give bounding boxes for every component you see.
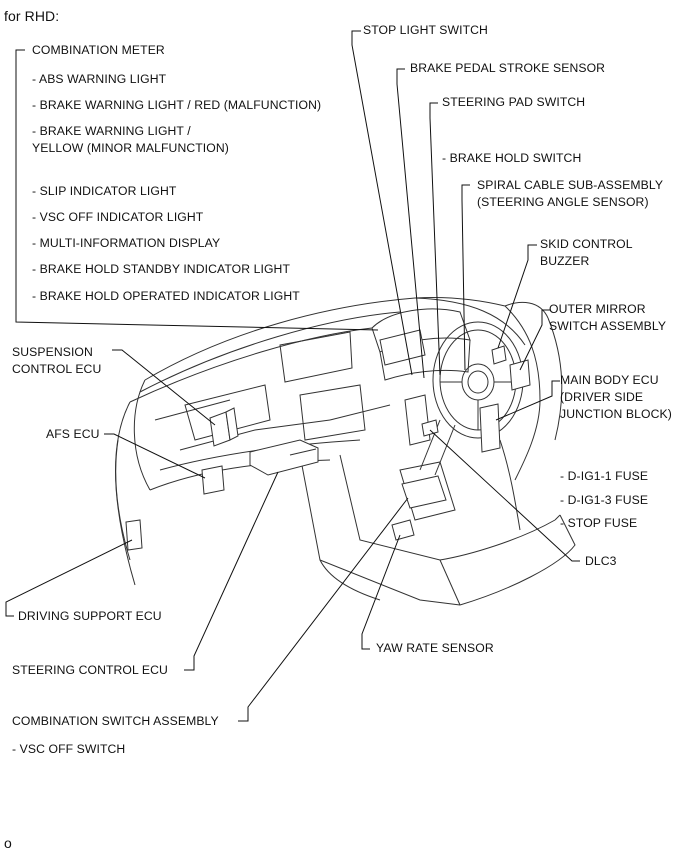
label-afs-ecu: AFS ECU (46, 427, 100, 441)
label-d-ig1-3-fuse: - D-IG1-3 FUSE (560, 493, 649, 507)
page-footer: o (4, 835, 12, 851)
leader-lines (5, 30, 580, 722)
page-header: for RHD: (4, 8, 60, 24)
label-brake-warning-red: - BRAKE WARNING LIGHT / RED (MALFUNCTION… (32, 98, 322, 112)
label-abs-warning-light: - ABS WARNING LIGHT (32, 72, 167, 86)
label-main-body-ecu-line2: (DRIVER SIDE (560, 390, 644, 404)
label-suspension-control-ecu-line1: SUSPENSION (12, 345, 93, 359)
label-main-body-ecu-line3: JUNCTION BLOCK) (560, 407, 672, 421)
label-brake-hold-operated-light: - BRAKE HOLD OPERATED INDICATOR LIGHT (32, 289, 300, 303)
label-brake-pedal-stroke-sensor: BRAKE PEDAL STROKE SENSOR (410, 61, 606, 75)
label-yaw-rate-sensor: YAW RATE SENSOR (376, 641, 494, 655)
label-stop-light-switch: STOP LIGHT SWITCH (363, 23, 488, 37)
label-driving-support-ecu: DRIVING SUPPORT ECU (18, 609, 162, 623)
label-brake-warning-yellow-line1: - BRAKE WARNING LIGHT / (32, 124, 191, 138)
label-suspension-control-ecu-line2: CONTROL ECU (12, 362, 102, 376)
label-dlc3: DLC3 (585, 554, 617, 568)
component-parts (125, 329, 531, 551)
label-brake-hold-standby-light: - BRAKE HOLD STANDBY INDICATOR LIGHT (32, 262, 290, 276)
label-stop-fuse: - STOP FUSE (560, 516, 638, 530)
label-main-body-ecu-line1: MAIN BODY ECU (560, 373, 659, 387)
label-spiral-cable-line2: (STEERING ANGLE SENSOR) (477, 195, 649, 209)
dashboard-illustration (115, 296, 576, 606)
label-slip-indicator-light: - SLIP INDICATOR LIGHT (32, 184, 177, 198)
label-steering-control-ecu: STEERING CONTROL ECU (12, 663, 168, 677)
label-vsc-off-switch: - VSC OFF SWITCH (12, 742, 126, 756)
label-outer-mirror-switch-line2: SWITCH ASSEMBLY (549, 319, 667, 333)
label-d-ig1-1-fuse: - D-IG1-1 FUSE (560, 469, 649, 483)
label-brake-warning-yellow-line2: YELLOW (MINOR MALFUNCTION) (32, 141, 229, 155)
label-steering-pad-switch: STEERING PAD SWITCH (442, 95, 586, 109)
label-skid-control-buzzer-line2: BUZZER (540, 254, 590, 268)
label-vsc-off-indicator-light: - VSC OFF INDICATOR LIGHT (32, 210, 204, 224)
label-skid-control-buzzer-line1: SKID CONTROL (540, 237, 633, 251)
label-combination-switch-assembly: COMBINATION SWITCH ASSEMBLY (12, 714, 219, 728)
label-combination-meter: COMBINATION METER (32, 43, 165, 57)
label-spiral-cable-line1: SPIRAL CABLE SUB-ASSEMBLY (477, 178, 664, 192)
label-brake-hold-switch: - BRAKE HOLD SWITCH (442, 151, 582, 165)
label-outer-mirror-switch-line1: OUTER MIRROR (549, 302, 646, 316)
label-multi-information-display: - MULTI-INFORMATION DISPLAY (32, 236, 221, 250)
